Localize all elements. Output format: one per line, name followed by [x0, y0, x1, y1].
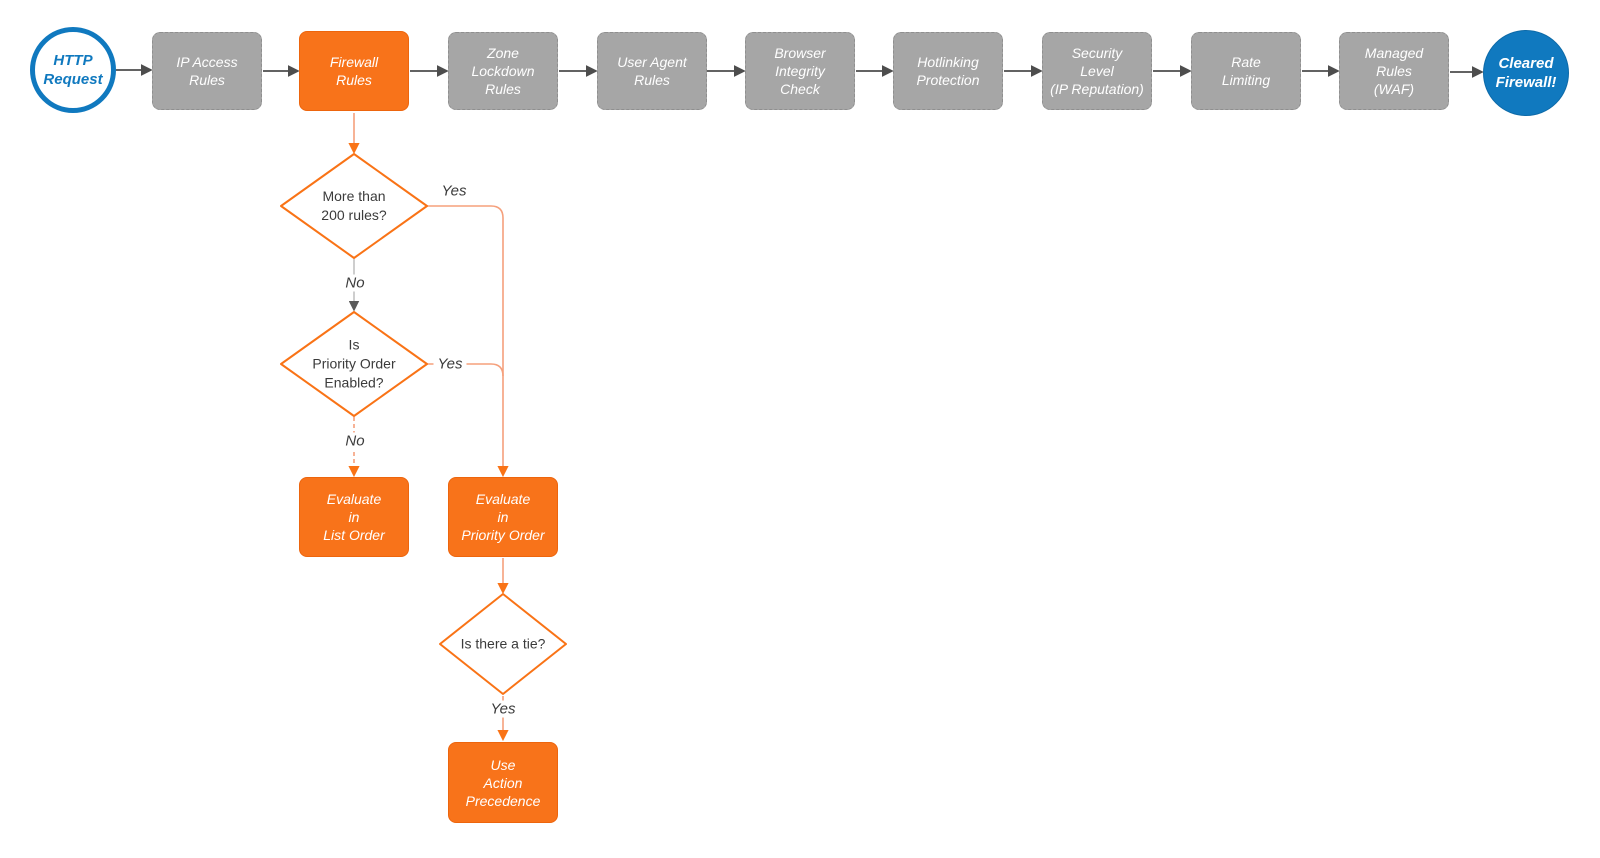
pipeline-step-label: Browser Integrity Check: [774, 45, 826, 97]
pipeline-step-firewall-rules: Firewall Rules: [299, 31, 409, 111]
pipeline-step-label: Hotlinking Protection: [916, 54, 980, 88]
decision-label-priority-order-enabled: Is Priority Order Enabled?: [312, 336, 396, 391]
action-label: Evaluate in List Order: [323, 491, 385, 543]
pipeline-step-managed-rules-waf: Managed Rules (WAF): [1339, 32, 1449, 110]
edge-label-no-decision2: No: [341, 432, 369, 450]
pipeline-step-hotlinking-protection: Hotlinking Protection: [893, 32, 1003, 110]
action-evaluate-in-list-order: Evaluate in List Order: [299, 477, 409, 557]
action-label: Use Action Precedence: [465, 756, 541, 809]
pipeline-step-label: Zone Lockdown Rules: [471, 45, 535, 97]
pipeline-step-label: Firewall Rules: [329, 54, 379, 88]
pipeline-step-security-level-ip-reputation: Security Level (IP Reputation): [1042, 32, 1152, 110]
pipeline-step-label: Security Level (IP Reputation): [1050, 45, 1144, 97]
action-label: Evaluate in Priority Order: [461, 491, 545, 543]
connector-decision1-yes-to-priority-order: [427, 205, 509, 478]
pipeline-arrows: [116, 64, 1484, 78]
pipeline-step-ip-access-rules: IP Access Rules: [152, 32, 262, 110]
start-node-label: HTTP Request: [43, 52, 103, 88]
decision-diamond-is-there-a-tie: [439, 593, 567, 695]
pipeline-step-rate-limiting: Rate Limiting: [1191, 32, 1301, 110]
action-use-action-precedence: Use Action Precedence: [448, 742, 558, 823]
pipeline-step-browser-integrity-check: Browser Integrity Check: [745, 32, 855, 110]
end-node-cleared-firewall: Cleared Firewall!: [1483, 30, 1569, 116]
pipeline-step-label: Rate Limiting: [1221, 54, 1271, 88]
start-node-http-request: HTTP Request: [30, 27, 116, 113]
pipeline-step-label: IP Access Rules: [176, 54, 238, 88]
pipeline-step-zone-lockdown-rules: Zone Lockdown Rules: [448, 32, 558, 110]
connector-decision2-yes-join: [427, 363, 504, 377]
decision-diamond-priority-order-enabled: [280, 311, 428, 417]
decision-label-more-than-200-rules: More than 200 rules?: [321, 188, 387, 223]
pipeline-step-label: Managed Rules (WAF): [1364, 45, 1424, 97]
decision-label-is-there-a-tie: Is there a tie?: [460, 635, 546, 652]
pipeline-step-label: User Agent Rules: [617, 54, 687, 88]
pipeline-step-user-agent-rules: User Agent Rules: [597, 32, 707, 110]
action-evaluate-in-priority-order: Evaluate in Priority Order: [448, 477, 558, 557]
edge-label-yes-decision3: Yes: [486, 700, 520, 718]
decision-diamond-more-than-200-rules: [280, 153, 428, 259]
decision-diamonds: [280, 153, 567, 695]
end-node-label: Cleared Firewall!: [1495, 55, 1557, 91]
edge-label-yes-decision2: Yes: [433, 355, 467, 373]
edge-label-no-decision1: No: [341, 274, 369, 292]
edge-label-yes-decision1: Yes: [437, 182, 471, 200]
